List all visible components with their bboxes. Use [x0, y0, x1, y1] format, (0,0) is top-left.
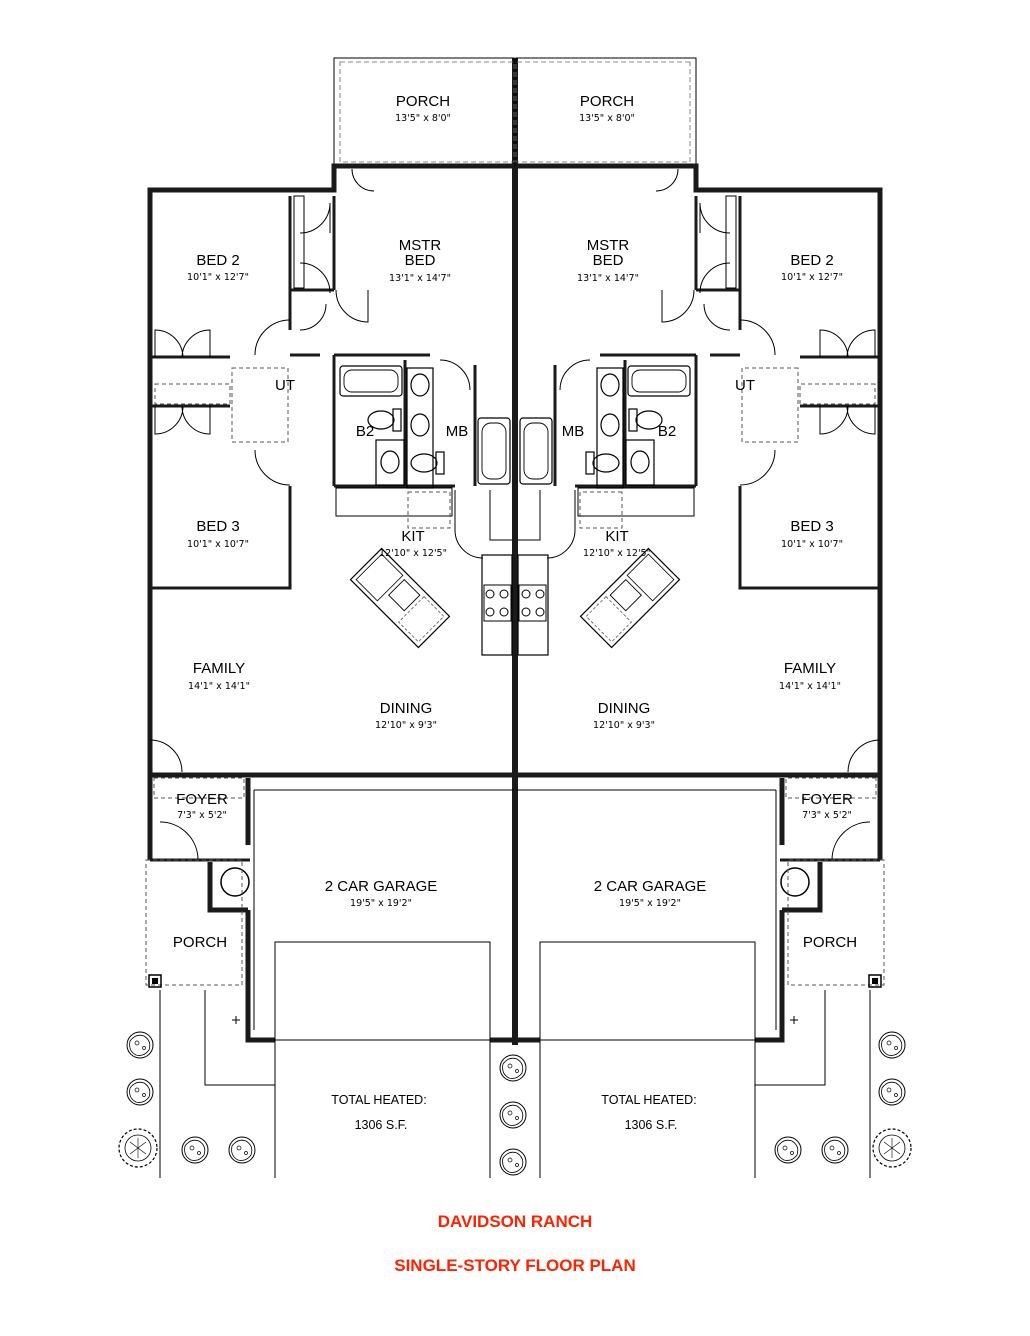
bed3-dim: 10'1" x 10'7": [187, 539, 249, 550]
garage-dim: 19'5" x 19'2": [350, 898, 412, 909]
plan-subtitle: SINGLE-STORY FLOOR PLAN: [394, 1256, 636, 1275]
bed2-label: BED 2: [196, 252, 239, 269]
bed3-label: BED 3: [196, 518, 239, 535]
family-dim: 14'1" x 14'1": [779, 681, 841, 692]
bed2-dim: 10'1" x 12'7": [187, 272, 249, 283]
foyer-label: FOYER: [176, 791, 228, 808]
foyer-dim: 7'3" x 5'2": [802, 810, 852, 821]
porch-rear-dim: 13'5" x 8'0": [579, 113, 635, 124]
dining-dim: 12'10" x 9'3": [593, 720, 655, 731]
plan-title: DAVIDSON RANCH: [437, 1212, 593, 1231]
total-heated-value: 1306 S.F.: [355, 1118, 408, 1132]
landscape-trees: [118, 1031, 912, 1176]
porch-front-label: PORCH: [173, 934, 227, 951]
porch-rear-label: PORCH: [580, 93, 634, 110]
foyer-label: FOYER: [801, 791, 853, 808]
left-unit-labels: PORCH 13'5" x 8'0" MSTR BED 13'1" x 14'7…: [173, 93, 468, 1132]
garage-dim: 19'5" x 19'2": [619, 898, 681, 909]
bed3-dim: 10'1" x 10'7": [781, 539, 843, 550]
foyer-dim: 7'3" x 5'2": [177, 810, 227, 821]
kitchen-label: KIT: [605, 528, 628, 545]
master-bed-dim: 13'1" x 14'7": [577, 273, 639, 284]
dining-label: DINING: [598, 700, 651, 717]
bed3-label: BED 3: [790, 518, 833, 535]
master-bed-label: MSTR: [399, 237, 442, 254]
bath2-label: B2: [658, 423, 676, 440]
kitchen-dim: 12'10" x 12'5": [583, 548, 651, 559]
kitchen-label: KIT: [401, 528, 424, 545]
porch-rear-dim: 13'5" x 8'0": [395, 113, 451, 124]
left-unit: [146, 58, 514, 1178]
master-bed-label-2: BED: [593, 252, 624, 269]
total-heated-label: TOTAL HEATED:: [601, 1093, 696, 1107]
master-bath-label: MB: [446, 423, 469, 440]
dining-dim: 12'10" x 9'3": [375, 720, 437, 731]
master-bath-label: MB: [562, 423, 585, 440]
master-bed-dim: 13'1" x 14'7": [389, 273, 451, 284]
bath2-label: B2: [356, 423, 374, 440]
total-heated-value: 1306 S.F.: [625, 1118, 678, 1132]
total-heated-label: TOTAL HEATED:: [331, 1093, 426, 1107]
garage-label: 2 CAR GARAGE: [594, 878, 707, 895]
utility-label: UT: [275, 377, 295, 394]
bed2-dim: 10'1" x 12'7": [781, 272, 843, 283]
right-unit-labels: PORCH 13'5" x 8'0" MSTR BED 13'1" x 14'7…: [562, 93, 857, 1132]
garage-label: 2 CAR GARAGE: [325, 878, 438, 895]
utility-label: UT: [735, 377, 755, 394]
family-label: FAMILY: [193, 660, 245, 677]
dining-label: DINING: [380, 700, 433, 717]
bed2-label: BED 2: [790, 252, 833, 269]
porch-front-label: PORCH: [803, 934, 857, 951]
kitchen-dim: 12'10" x 12'5": [379, 548, 447, 559]
porch-rear-label: PORCH: [396, 93, 450, 110]
family-dim: 14'1" x 14'1": [188, 681, 250, 692]
master-bed-label-2: BED: [405, 252, 436, 269]
family-label: FAMILY: [784, 660, 836, 677]
master-bed-label: MSTR: [587, 237, 630, 254]
right-unit: [516, 58, 884, 1178]
